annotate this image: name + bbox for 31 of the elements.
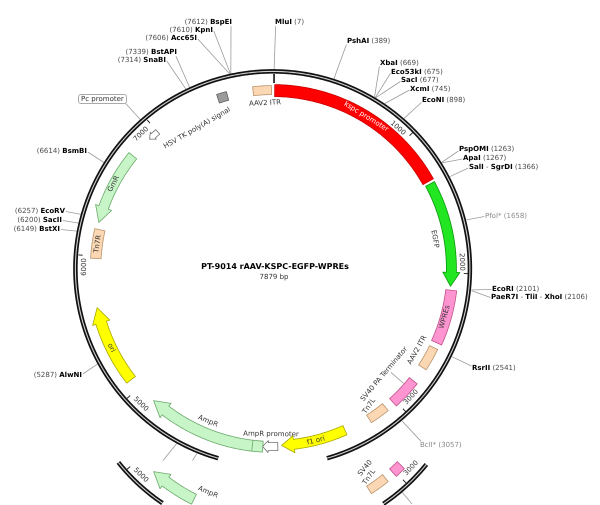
leader-line [374,66,380,98]
leader-line [471,289,492,290]
leader-line [374,73,391,98]
leader-line [452,356,472,366]
leader-line [197,38,230,74]
leader-line [213,30,231,74]
leader-line [402,492,412,504]
leader-line [87,152,104,164]
leader-line [384,90,410,104]
leader-line [65,211,82,215]
leader-line [466,216,485,220]
leader-line [192,453,198,461]
leader-line [404,102,422,119]
leader-line [334,44,347,80]
leader-line [375,81,401,98]
leader-line [274,26,276,70]
leader-line [442,158,463,164]
leader-line [166,60,186,90]
leader-line [402,420,422,442]
leader-line [450,168,469,177]
leader-line [60,229,78,232]
plasmid-name: PT-9014 rAAV-KSPC-EGFP-WPREs [201,262,349,270]
leader-line [62,220,80,224]
leader-line [471,290,491,298]
leader-line [162,443,177,461]
leader-line [82,364,98,374]
leader-line [441,150,459,163]
leader-line [176,56,190,88]
leader-line [390,372,404,384]
leader-line [230,26,232,74]
leader-line [124,102,141,120]
